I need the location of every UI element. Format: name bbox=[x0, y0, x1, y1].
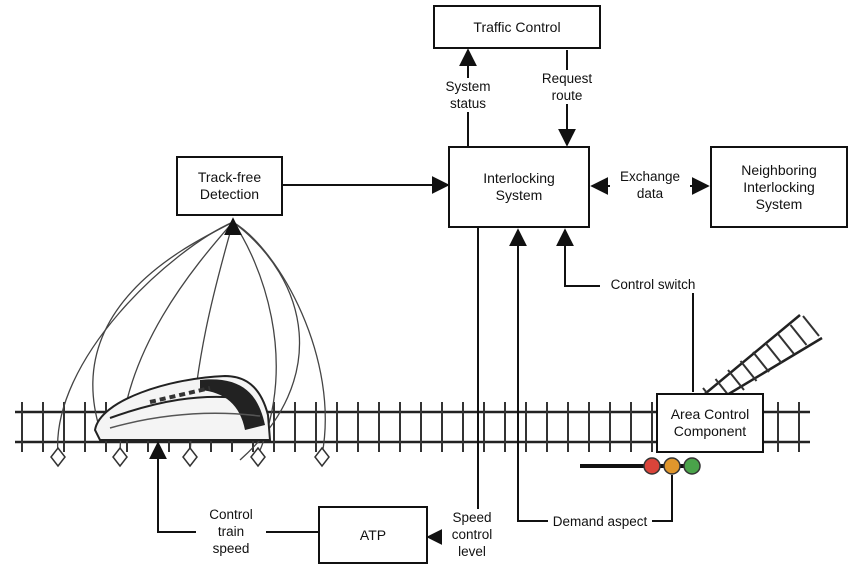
train-illustration bbox=[93, 374, 272, 441]
branch-rail-tie bbox=[777, 333, 795, 355]
control-train-speed-label: Control train speed bbox=[196, 506, 266, 557]
area-control-component-box: Area Control Component bbox=[656, 393, 764, 453]
branch-rail-tie bbox=[789, 324, 808, 346]
track-free-detection-box: Track-free Detection bbox=[176, 156, 283, 216]
exchange-data-label: Exchange data bbox=[610, 168, 690, 202]
track-sensors bbox=[50, 446, 330, 468]
branch-rail-tie bbox=[739, 360, 758, 382]
speed-control-level-label: Speed control level bbox=[442, 509, 502, 560]
demand-aspect-label: Demand aspect bbox=[548, 513, 652, 530]
system-status-label: System status bbox=[438, 78, 498, 112]
neighboring-interlocking-box: Neighboring Interlocking System bbox=[710, 146, 848, 228]
interlocking-system-box: Interlocking System bbox=[448, 146, 590, 228]
arrow-demand-aspect bbox=[509, 228, 673, 522]
control-switch-label: Control switch bbox=[600, 276, 706, 293]
traffic-control-box: Traffic Control bbox=[433, 5, 601, 49]
switch-branch-track bbox=[699, 314, 823, 409]
amber-signal-light bbox=[663, 457, 681, 475]
request-route-label: Request route bbox=[530, 70, 604, 104]
branch-rail-tie bbox=[752, 351, 770, 373]
green-signal-light bbox=[683, 457, 701, 475]
arrow-speed-control bbox=[426, 228, 479, 546]
atp-box: ATP bbox=[318, 506, 428, 564]
branch-rail-tie bbox=[802, 315, 820, 337]
branch-rail-tie bbox=[764, 342, 783, 364]
red-signal-light bbox=[643, 457, 661, 475]
signal bbox=[580, 457, 701, 475]
arrow-control-switch bbox=[556, 228, 694, 392]
branch-rail-tie bbox=[727, 369, 745, 391]
